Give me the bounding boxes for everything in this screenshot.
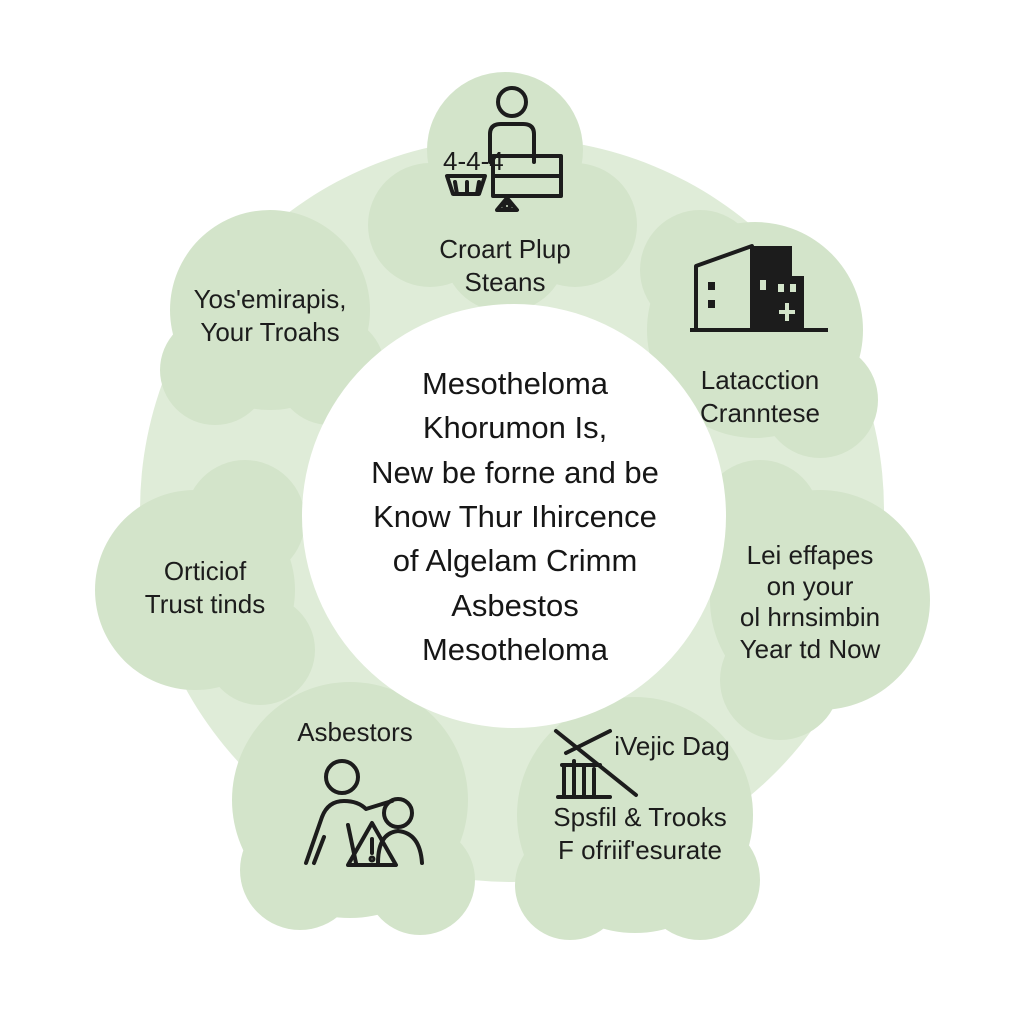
node-line: Lei effapes (746, 540, 874, 570)
node-right-top-label: Latacction Cranntese (650, 364, 870, 429)
node-line: iVejic Dag (614, 731, 730, 761)
node-line: on your (766, 571, 854, 602)
node-line: Croart Plup (439, 234, 571, 264)
center-line: Asbestos (451, 587, 579, 623)
person-warning-icon (304, 759, 424, 867)
node-line: Your Troahs (200, 316, 340, 347)
center-line: Know Thur Ihircence (373, 498, 657, 534)
center-line: Khorumon Is, (422, 410, 608, 446)
node-top-left-label: Yos'emirapis, Your Troahs (150, 283, 390, 348)
node-line: Asbestors (297, 717, 413, 747)
center-line: New be forne and be (371, 454, 659, 490)
node-line: Steans (464, 266, 546, 297)
node-line: Spsfil & Trooks (553, 802, 727, 832)
icon-numbers: 4-4-4 (443, 146, 504, 176)
node-line: Cranntese (700, 397, 820, 428)
node-line: Latacction (700, 365, 820, 395)
center-core (302, 304, 726, 728)
node-bottom-left-label: Asbestors (245, 716, 465, 749)
person-desk-icon: 4-4-4 (443, 86, 563, 212)
node-left-label: Orticiof Trust tinds (95, 555, 315, 620)
center-line: Mesotheloma (421, 366, 609, 401)
node-line: F ofriif'esurate (558, 834, 722, 865)
center-statement: Mesotheloma Khorumon Is, New be forne an… (300, 362, 730, 672)
center-line: Mesotheloma (421, 631, 609, 667)
node-top-label: Croart Plup Steans (395, 233, 615, 298)
node-right-label: Lei effapes on your ol hrnsimbin Year td… (700, 540, 920, 665)
center-line: of Algelam Crimm (392, 543, 638, 579)
building-icon (690, 244, 828, 332)
chart-decline-icon (554, 729, 638, 799)
node-bottom-right-title: iVejic Dag (592, 730, 752, 763)
node-line: Year td Now (739, 633, 881, 664)
node-line: Orticiof (163, 556, 247, 586)
node-line: ol hrnsimbin (739, 602, 881, 633)
node-line: Yos'emirapis, (193, 284, 347, 314)
node-bottom-right-label: Spsfil & Trooks F ofriif'esurate (520, 801, 760, 866)
node-line: Trust tinds (144, 588, 266, 619)
